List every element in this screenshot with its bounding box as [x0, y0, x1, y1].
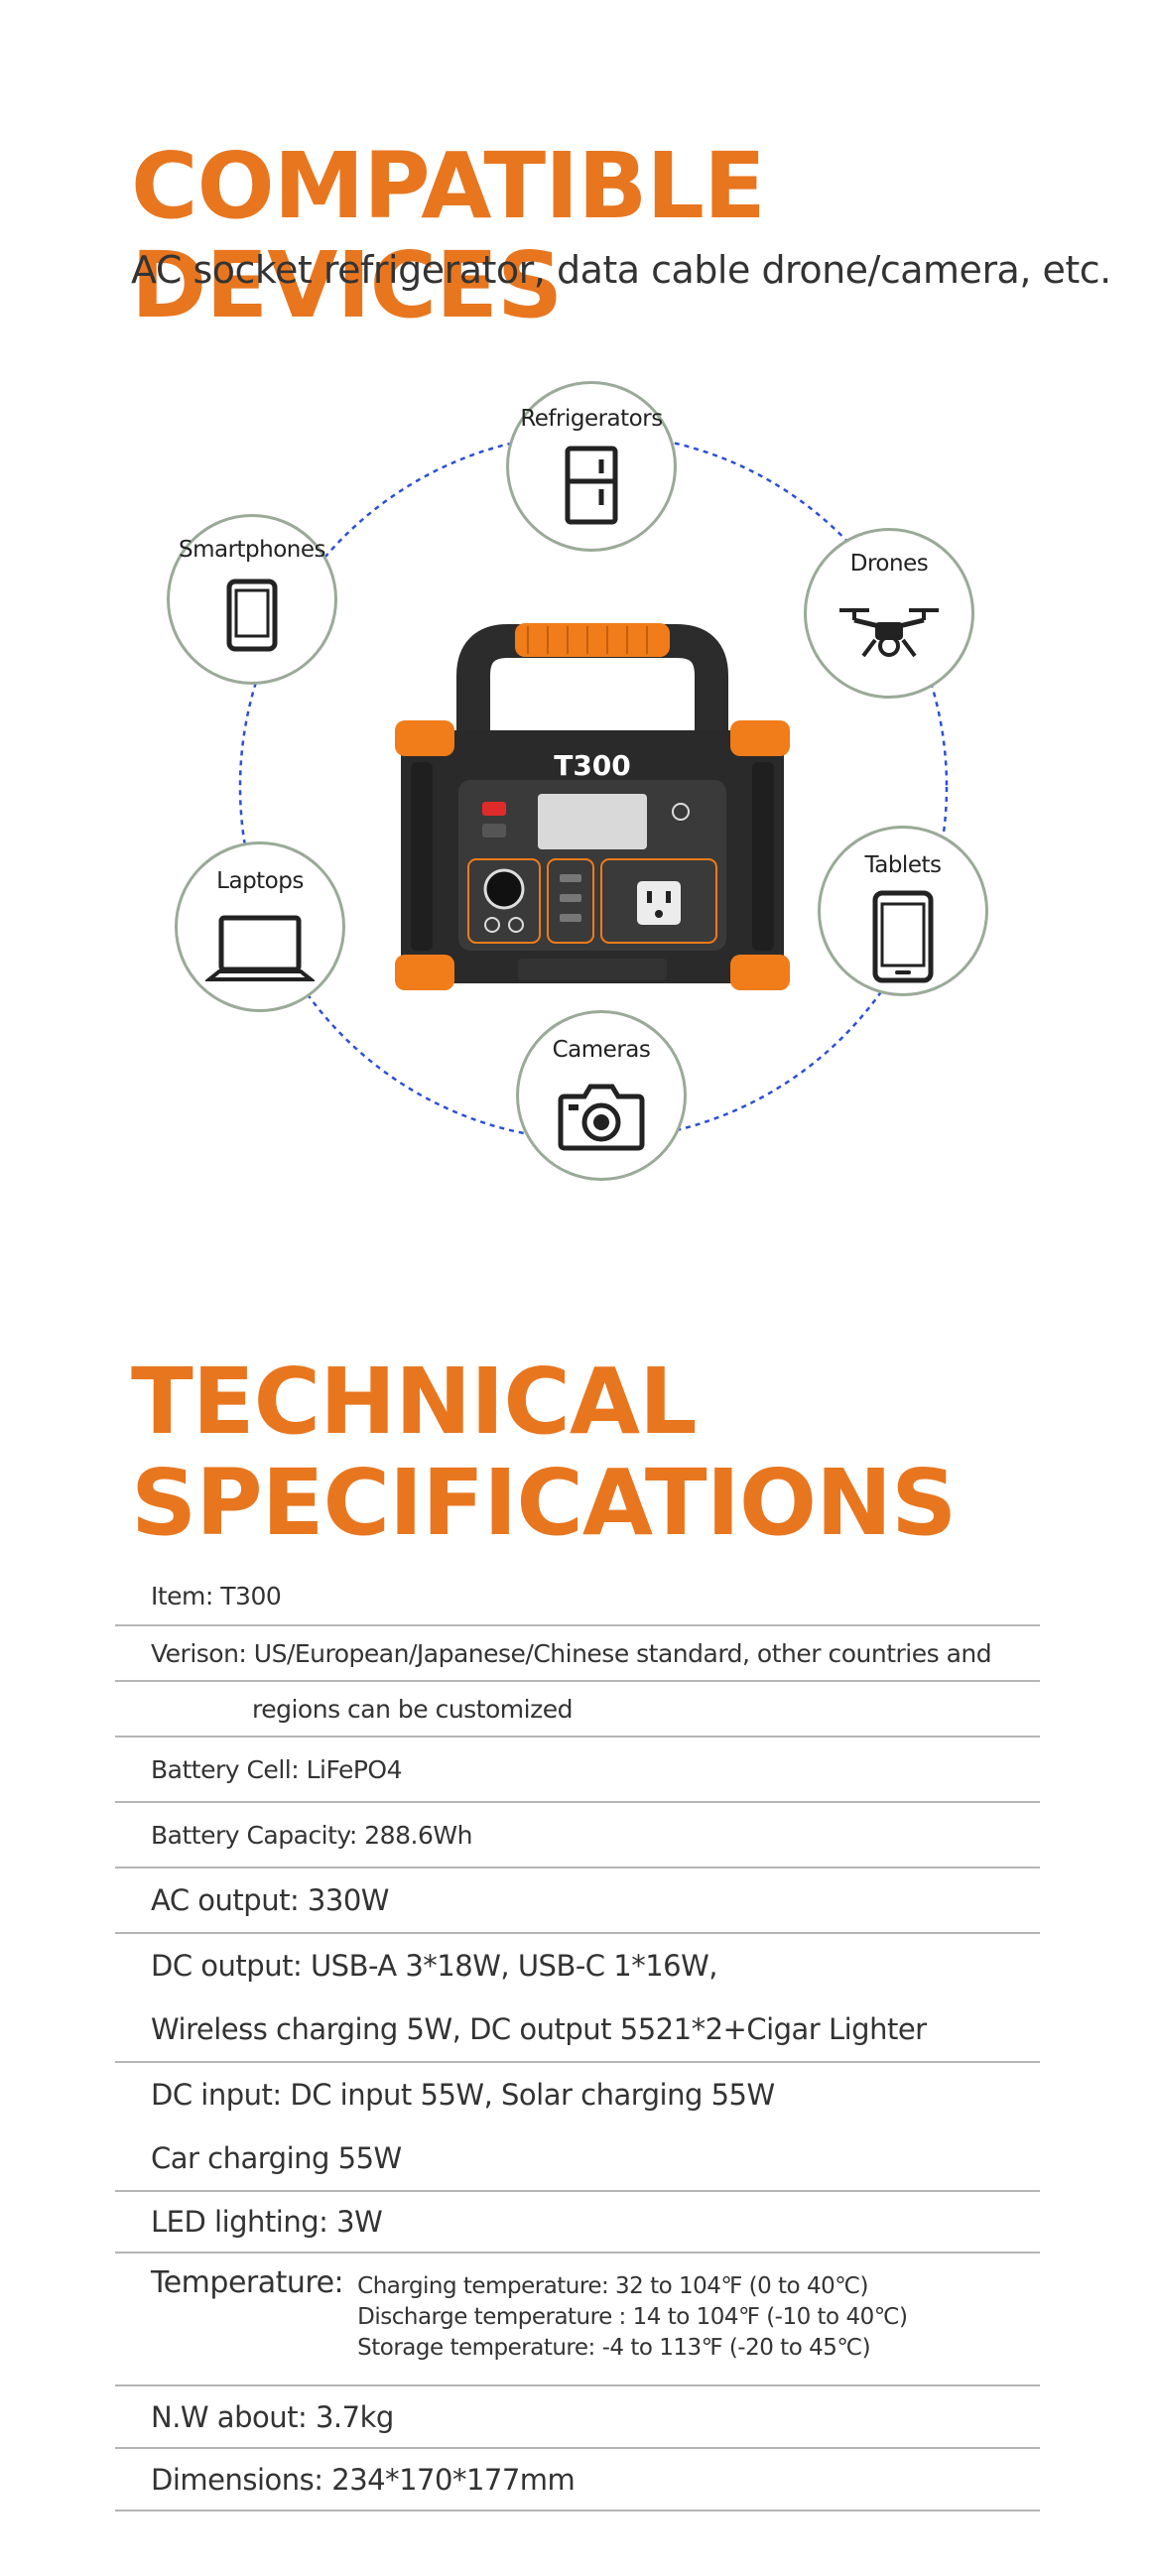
- spec-row-item: Item: T300: [115, 1568, 1040, 1626]
- camera-icon: [558, 1084, 645, 1151]
- drone-icon: [839, 608, 939, 658]
- device-label: Cameras: [552, 1037, 651, 1063]
- spec-row-ac-output: AC output: 330W: [115, 1868, 1040, 1934]
- spec-text: Battery Capacity: 288.6Wh: [151, 1820, 472, 1850]
- spec-row-version-line2: regions can be customized: [115, 1682, 1040, 1738]
- title-line: SPECIFICATIONS: [131, 1450, 957, 1556]
- temperature-discharge: Discharge temperature : 14 to 104℉ (-10 …: [357, 2304, 908, 2330]
- spec-row-dc-output: DC output: USB-A 3*18W, USB-C 1*16W, Wir…: [115, 1934, 1040, 2063]
- spec-text: DC output: USB-A 3*18W, USB-C 1*16W,: [151, 1949, 718, 1983]
- device-drones: Drones: [804, 528, 974, 699]
- compatible-devices-subtitle: AC socket refrigerator, data cable drone…: [131, 248, 1111, 292]
- refrigerator-icon: [565, 446, 618, 525]
- spec-row-led: LED lighting: 3W: [115, 2192, 1040, 2254]
- spec-text: Verison: US/European/Japanese/Chinese st…: [151, 1638, 992, 1668]
- specs-table: Item: T300 Verison: US/European/Japanese…: [115, 1568, 1040, 2512]
- product-label: T300: [554, 749, 631, 782]
- spec-row-weight: N.W about: 3.7kg: [115, 2386, 1040, 2449]
- spec-text: Car charging 55W: [151, 2141, 402, 2175]
- spec-row-dc-input: DC input: DC input 55W, Solar charging 5…: [115, 2063, 1040, 2192]
- spec-text: LED lighting: 3W: [151, 2205, 383, 2239]
- spec-text: Wireless charging 5W, DC output 5521*2+C…: [151, 2012, 927, 2046]
- device-smartphones: Smartphones: [167, 514, 337, 685]
- device-label: Smartphones: [178, 537, 326, 563]
- compatible-devices-title: COMPATIBLE DEVICES: [131, 133, 766, 338]
- spec-row-temperature: Temperature: Charging temperature: 32 to…: [115, 2254, 1040, 2386]
- spec-text: Dimensions: 234*170*177mm: [151, 2462, 576, 2497]
- technical-specifications-title: TECHNICAL SPECIFICATIONS: [131, 1349, 957, 1556]
- spec-text: AC output: 330W: [151, 1883, 389, 1917]
- temperature-label: Temperature:: [151, 2265, 344, 2300]
- laptop-icon: [205, 915, 315, 981]
- title-line: TECHNICAL: [131, 1349, 698, 1455]
- spec-row-version-line1: Verison: US/European/Japanese/Chinese st…: [115, 1626, 1040, 1682]
- device-label: Drones: [849, 551, 929, 577]
- device-tablets: Tablets: [818, 826, 988, 996]
- connection-ring: [238, 432, 949, 1142]
- spec-row-dimensions: Dimensions: 234*170*177mm: [115, 2449, 1040, 2512]
- device-refrigerators: Refrigerators: [506, 381, 677, 552]
- device-cameras: Cameras: [516, 1010, 687, 1181]
- tablet-icon: [872, 890, 934, 983]
- power-station-image: T300: [389, 581, 796, 998]
- spec-text: Battery Cell: LiFePO4: [151, 1754, 403, 1784]
- device-label: Laptops: [216, 868, 304, 894]
- device-laptops: Laptops: [175, 841, 345, 1012]
- device-label: Refrigerators: [520, 406, 663, 432]
- temperature-storage: Storage temperature: -4 to 113℉ (-20 to …: [357, 2335, 871, 2361]
- temperature-charging: Charging temperature: 32 to 104℉ (0 to 4…: [357, 2273, 869, 2299]
- smartphone-icon: [226, 579, 278, 652]
- spec-row-battery-capacity: Battery Capacity: 288.6Wh: [115, 1803, 1040, 1868]
- spec-row-battery-cell: Battery Cell: LiFePO4: [115, 1738, 1040, 1803]
- spec-text: DC input: DC input 55W, Solar charging 5…: [151, 2078, 775, 2112]
- spec-text: regions can be customized: [252, 1694, 573, 1724]
- spec-text: N.W about: 3.7kg: [151, 2399, 394, 2434]
- spec-text: Item: T300: [151, 1582, 282, 1610]
- compatible-devices-diagram: T300 Refrigerators Smartphones Drones: [0, 357, 1156, 1230]
- device-label: Tablets: [864, 852, 942, 878]
